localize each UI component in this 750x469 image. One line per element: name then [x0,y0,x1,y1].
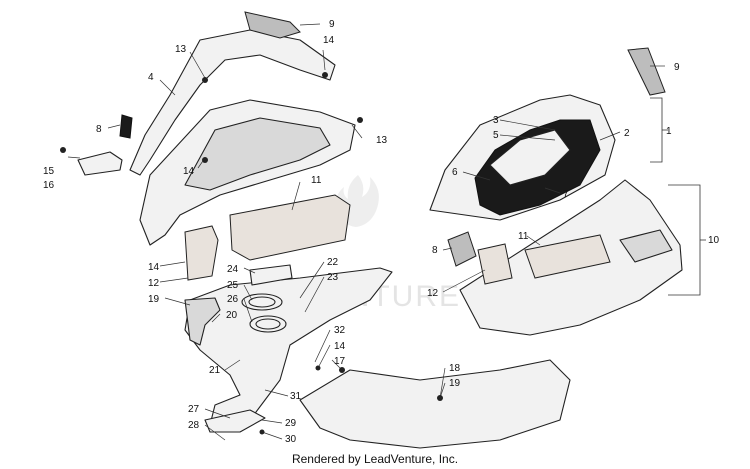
callout: 18 [449,363,461,374]
callout: 4 [148,72,154,83]
grommet-26-inner [255,318,281,330]
group-brackets [650,97,706,296]
callout: 28 [188,420,200,431]
right-side-panel-assembly [299,47,683,449]
callout: 11 [518,231,529,242]
hood-bracket [77,151,123,176]
callout: 22 [327,257,339,268]
base-plate-27 [204,409,266,433]
callout: 15 [43,166,55,177]
grommet-25-inner [248,296,276,308]
callout: 13 [175,44,187,55]
callout: 23 [327,272,339,283]
callout: 26 [227,294,239,305]
vent-grille-9-right [627,47,666,96]
side-panel-10-vent [619,229,673,263]
callout: 24 [227,264,239,275]
leader-lines [60,23,665,441]
bellypan [184,267,393,431]
callout: 7 [563,189,569,200]
callout: 27 [188,404,200,415]
foam-pad-11-right [524,234,611,279]
callout: 9 [329,19,335,30]
callout: 9 [674,62,680,73]
vent-grille-8-right [447,231,477,267]
callout: 14 [148,262,160,273]
hood-recess [184,117,331,191]
callout: 3 [493,115,499,126]
callout: 6 [452,167,458,178]
callout: 2 [624,128,630,139]
side-vent-left [119,114,133,139]
callout: 5 [493,130,499,141]
callout: 32 [334,325,346,336]
callout: 14 [323,35,335,46]
foam-pad-12 [184,225,219,281]
callout: 10 [708,235,720,246]
callout: 19 [449,378,461,389]
callout: 30 [285,434,297,445]
callout: 29 [285,418,297,429]
hood-upper-bar [129,29,336,176]
callout: 16 [43,180,55,191]
callout: 12 [427,288,439,299]
left-hood-assembly [77,11,393,433]
plate-24 [249,264,293,286]
callout: 21 [209,365,221,376]
callout: 31 [290,391,302,402]
bracket-1 [650,97,663,163]
foam-pad-11 [229,194,351,261]
callout: 19 [148,294,160,305]
lower-trim [299,359,571,449]
callout: 8 [96,124,102,135]
callout: 13 [376,135,388,146]
callout: 12 [148,278,160,289]
vent-grille-top [244,11,301,39]
callout-numbers: 9 14 13 4 8 13 14 15 16 11 14 12 24 25 2… [43,19,720,445]
callout: 17 [334,356,346,367]
callout: 20 [226,310,238,321]
foam-pad-12-right [477,243,513,285]
footer-credit: Rendered by LeadVenture, Inc. [291,452,459,466]
callout: 25 [227,280,239,291]
callout: 14 [334,341,346,352]
callout: 11 [311,175,322,186]
callout: 1 [666,126,672,137]
bracket-19 [184,297,221,346]
callout: 14 [183,166,195,177]
decal-stripe [489,129,571,186]
callout: 8 [432,245,438,256]
